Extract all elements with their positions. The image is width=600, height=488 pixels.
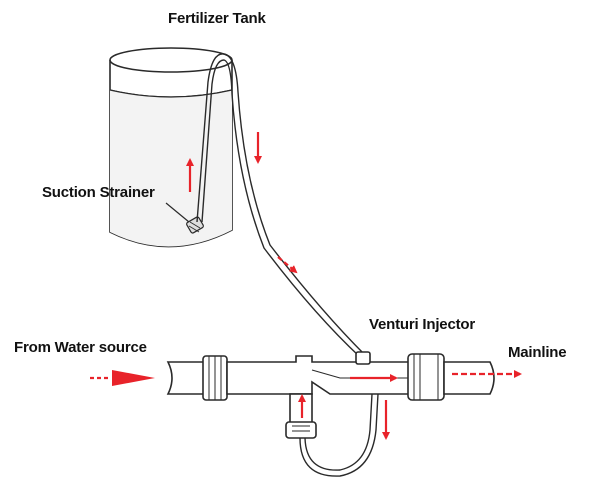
strainer-pointer-line (165, 202, 190, 223)
bypass-tube (299, 393, 379, 477)
tube-diagonal-arrow (277, 256, 298, 274)
mainline-label: Mainline (508, 344, 567, 361)
flow-arrows (90, 132, 522, 440)
suction-tube (196, 53, 366, 358)
venturi-injector-label: Venturi Injector (369, 316, 475, 333)
inlet-flow-arrow (90, 370, 155, 386)
fertilizer-tank-label: Fertilizer Tank (168, 10, 266, 27)
fertilizer-tank (109, 47, 233, 248)
main-pipe (166, 351, 495, 439)
suction-strainer (186, 216, 204, 234)
suction-strainer-label: Suction Strainer (42, 184, 155, 201)
water-source-label: From Water source (14, 339, 147, 356)
